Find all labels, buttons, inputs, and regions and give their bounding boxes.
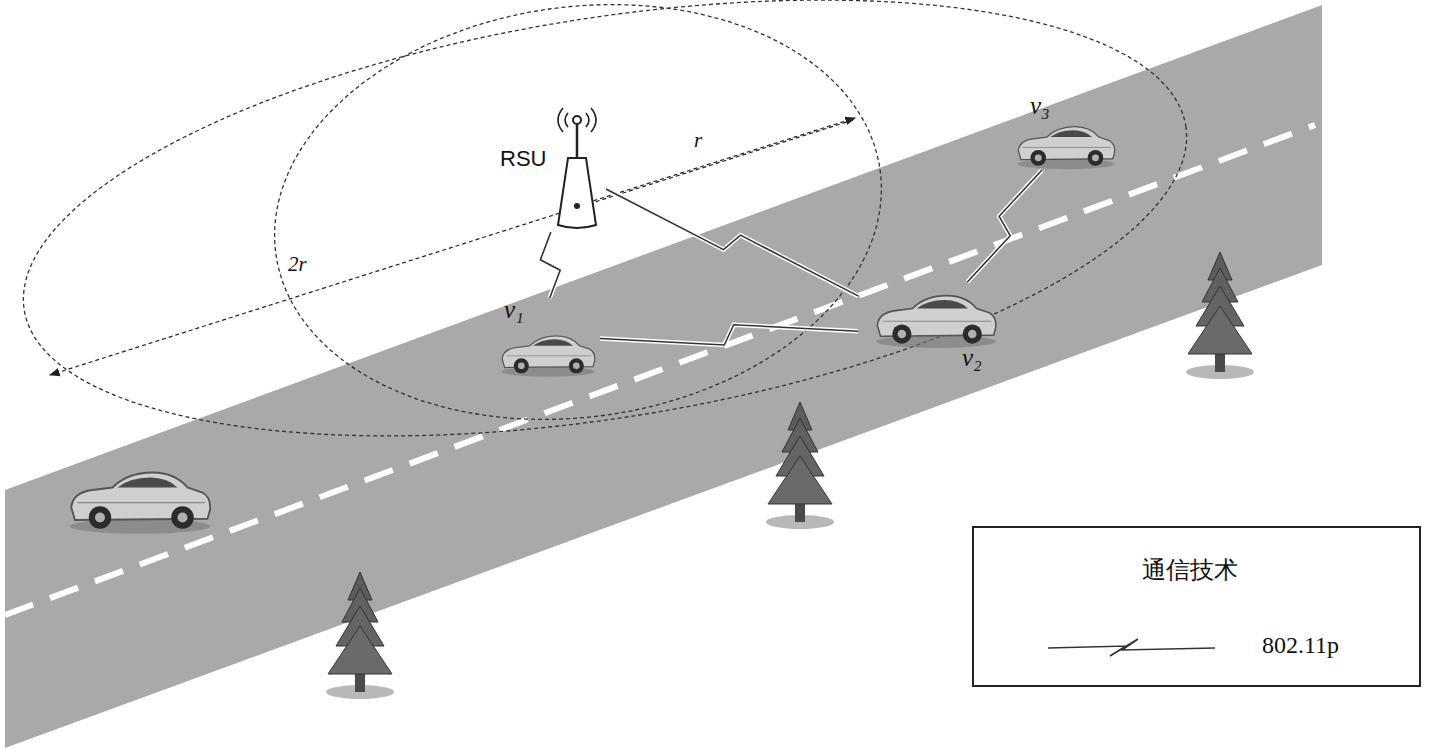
rsu-tower — [558, 108, 596, 228]
diameter-arrow — [50, 120, 853, 375]
link-halo — [606, 189, 858, 296]
diameter-label: 2r — [286, 252, 309, 277]
vehicle-node: v₃ — [1008, 98, 1124, 170]
range-2r-ellipse — [0, 0, 1217, 508]
link-halo — [600, 325, 858, 345]
wireless-link — [540, 232, 560, 298]
node-label: v₁ — [504, 296, 524, 324]
vehicle-node: v₁ — [498, 298, 600, 382]
radius-label: r — [692, 128, 704, 153]
legend-title-holder: 通信技术 — [1142, 554, 1238, 586]
vehicle-node: v₂ — [858, 282, 1014, 376]
radius-arrow — [580, 118, 855, 205]
legend-box — [973, 527, 1420, 686]
wireless-link — [600, 325, 858, 345]
node-label: v₂ — [962, 344, 982, 372]
legend-text-holder: 802.11p — [1262, 632, 1339, 659]
link-halo — [967, 170, 1042, 282]
legend-title: 通信技术 — [1142, 554, 1238, 586]
wireless-link — [606, 189, 858, 296]
car — [1017, 127, 1114, 169]
range-r-ellipse — [247, 0, 908, 457]
tree — [326, 572, 394, 699]
node-label: RSU — [500, 146, 546, 172]
legend-text: 802.11p — [1262, 632, 1339, 659]
node-label: v₃ — [1030, 92, 1050, 120]
link-halo — [540, 232, 560, 298]
wireless-link — [967, 170, 1042, 282]
car — [501, 336, 594, 377]
tree — [766, 402, 834, 529]
link-line — [967, 170, 1042, 282]
link-line — [540, 232, 560, 298]
link-line — [600, 325, 858, 345]
link-line — [606, 189, 858, 296]
rsu-node: RSU — [498, 100, 606, 232]
diameter-label-holder: 2r — [286, 252, 309, 277]
car — [876, 296, 996, 348]
radius-label-holder: r — [692, 128, 704, 153]
car — [70, 473, 210, 534]
tree — [1186, 252, 1254, 379]
legend-link-sample — [1048, 639, 1215, 656]
